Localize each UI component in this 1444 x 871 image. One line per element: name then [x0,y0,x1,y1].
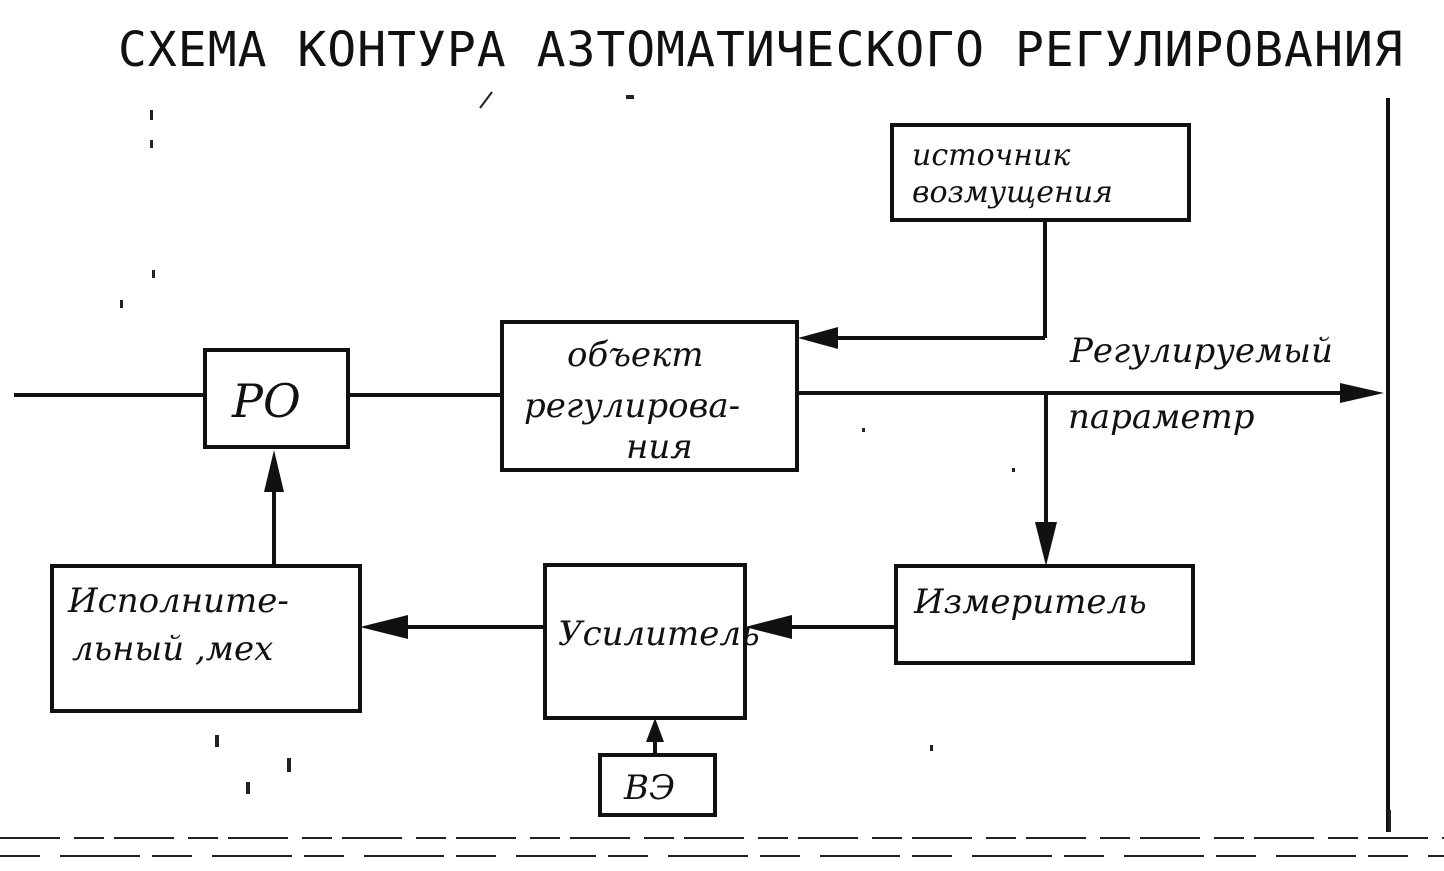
scan-speck [626,95,634,99]
scan-mark [479,91,493,109]
scan-speck [150,110,153,120]
control-object-label-line2: регулирова- [524,386,740,426]
block-disturbance-source: источник возмущения [890,123,1191,222]
actuator-to-ro-arrowhead [264,450,284,492]
scan-speck [120,300,123,308]
disturbance-source-label-line2: возмущения [912,175,1113,210]
block-ro: РО [203,348,350,449]
diagram-title: СХЕМА КОНТУРА АЗТОМАТИЧЕСКОГО РЕГУЛИРОВА… [118,22,1404,78]
block-meter: Измеритель [894,564,1195,665]
block-actuator: Исполните- льный ,мех [50,564,362,713]
ve-label: ВЭ [623,768,675,808]
disturbance-arrowhead [798,327,838,349]
scan-speck [287,758,291,772]
scan-speck [152,270,155,278]
block-control-object: объект регулирова- ния [500,320,799,472]
meter-to-amplifier-arrowhead [745,615,792,639]
disturbance-source-label-line1: источник [912,138,1070,173]
scan-speck [862,428,865,432]
control-object-label-line3: ния [626,427,693,467]
scan-speck [1012,468,1015,472]
output-arrowhead [1340,383,1384,403]
ve-to-amplifier-arrowhead [646,718,664,742]
block-amplifier: Усилитель [543,563,760,720]
block-ve: ВЭ [598,753,717,817]
scan-speck [150,140,153,148]
control-object-label-line1: объект [567,335,704,375]
amplifier-label: Усилитель [558,614,760,654]
meter-label: Измеритель [913,582,1147,622]
ro-label: РО [231,374,301,428]
actuator-label-line1: Исполните- [67,581,289,621]
output-label-line1: Регулируемый [1069,331,1333,371]
actuator-label-line2: льный ,мех [72,629,273,669]
scan-artifacts [0,91,1444,857]
scan-speck [1388,810,1391,832]
output-label-line2: параметр [1068,397,1255,437]
scan-speck [930,745,933,751]
scan-speck [246,782,250,794]
measure-arrowhead [1035,522,1057,566]
scan-speck [215,735,219,747]
amplifier-to-actuator-arrowhead [360,615,408,639]
